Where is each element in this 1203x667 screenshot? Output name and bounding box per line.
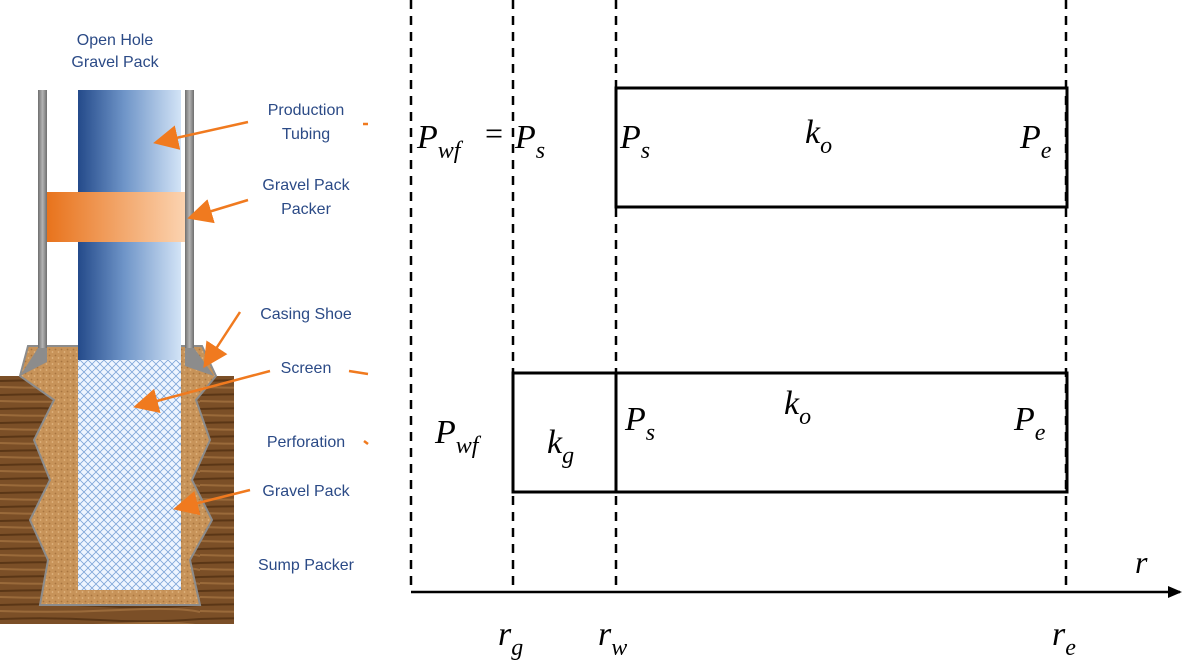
label-sump-packer: Sump Packer [258, 557, 355, 574]
top-ps-left: Ps [514, 119, 545, 164]
well-diagram: Open Hole Gravel Pack Production Tubing … [0, 32, 369, 624]
top-reservoir-box [614, 86, 1069, 209]
bottom-ps: Ps [624, 401, 655, 446]
callout-arrows [133, 120, 369, 516]
label-perforation: Perforation [267, 434, 345, 451]
screen [78, 360, 181, 590]
top-ps: Ps [619, 119, 650, 164]
bottom-pwf: Pwf [434, 414, 482, 459]
radial-model: Pwf = Ps Ps ko Pe Pwf kg Ps ko Pe r rg r… [409, 0, 1182, 661]
top-pwf: Pwf [416, 119, 464, 164]
casing-shoe-left [20, 348, 47, 376]
bottom-kg: kg [547, 424, 574, 469]
casing-right [185, 90, 194, 358]
axis-var-r: r [1135, 544, 1148, 580]
casing-shoe-right [185, 348, 214, 376]
label-production-2: Tubing [282, 126, 330, 143]
bottom-model-box [511, 371, 1069, 494]
diagram-title-line2: Gravel Pack [71, 54, 159, 71]
diagram-title-line1: Open Hole [77, 32, 154, 49]
tick-rw: rw [598, 616, 627, 661]
bottom-pe: Pe [1013, 401, 1046, 446]
label-production-1: Production [268, 102, 345, 119]
tick-re: re [1052, 616, 1076, 661]
label-screen: Screen [281, 360, 332, 377]
label-gravel-pack: Gravel Pack [262, 483, 350, 500]
label-packer-2: Packer [281, 201, 331, 218]
top-equals: = [485, 115, 503, 151]
top-ko: ko [805, 114, 832, 159]
gravel-pack-packer [47, 192, 185, 242]
label-packer-1: Gravel Pack [262, 177, 350, 194]
casing-left [38, 90, 47, 358]
bottom-ko: ko [784, 385, 811, 430]
label-casing-shoe: Casing Shoe [260, 306, 352, 323]
top-pe: Pe [1019, 119, 1052, 164]
tick-rg: rg [498, 616, 523, 661]
